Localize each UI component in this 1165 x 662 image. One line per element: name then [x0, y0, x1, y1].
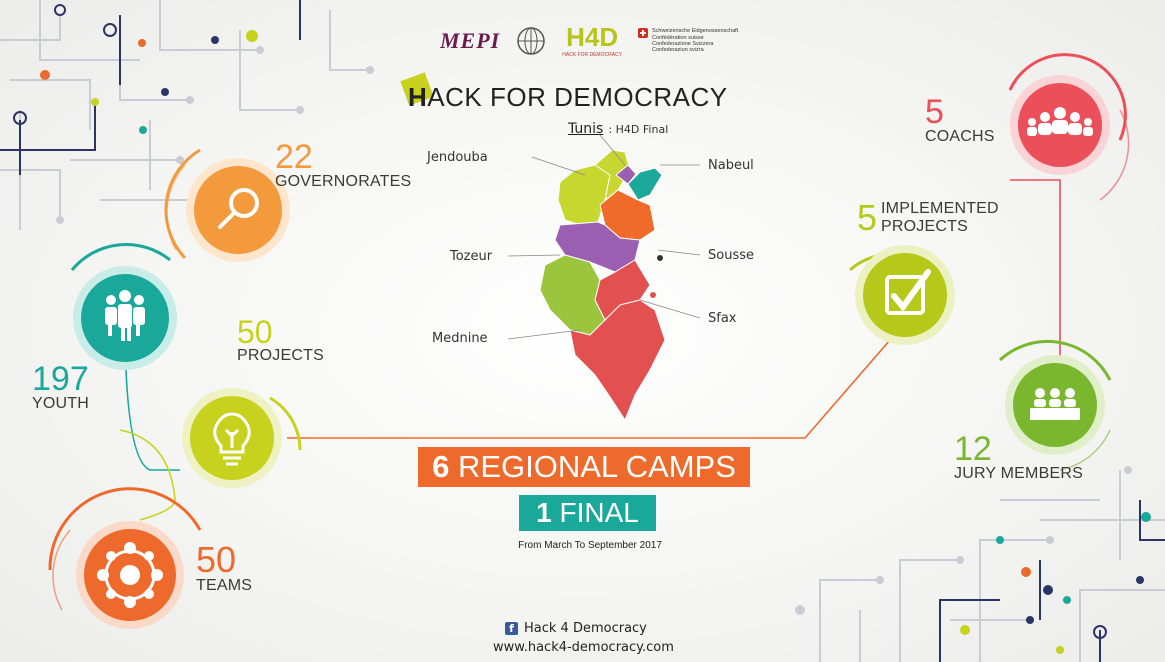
circuit-decoration-bottom-right [819, 470, 1165, 662]
map-label-sousse: Sousse [708, 248, 754, 263]
event-dates: From March To September 2017 [518, 540, 662, 551]
website-link[interactable]: www.hack4-democracy.com [493, 640, 674, 655]
teams-badge [48, 487, 202, 629]
swiss-flag-icon [637, 28, 648, 39]
stat-value: 5 [925, 93, 944, 131]
globe-logo-icon [517, 27, 545, 55]
map-label-nabeul: Nabeul [708, 158, 754, 173]
coaches-icon [1027, 107, 1093, 136]
stat-value: 12 [954, 430, 992, 468]
partner-logos: MEPI H4D HACK FOR DEMOCRACY Schweizerisc… [440, 24, 738, 58]
stat-label: COACHS [925, 128, 995, 145]
page-title: HACK FOR DEMOCRACY [400, 72, 728, 113]
map-label-jendouba: Jendouba [427, 150, 488, 165]
map-region-south-west [539, 254, 606, 336]
circuit-decoration-top-left [0, 0, 370, 230]
map-label-tozeur: Tozeur [450, 249, 493, 264]
h4d-logo: H4D HACK FOR DEMOCRACY [562, 22, 622, 58]
stat-implemented-projects: 5 IMPLEMENTED PROJECTS [857, 200, 999, 236]
stat-youth: 197 YOUTH [32, 362, 89, 412]
map-region-tunis [615, 164, 637, 185]
implemented-badge [848, 245, 955, 345]
stat-projects: 50 PROJECTS [237, 316, 324, 364]
stat-value: 22 [275, 138, 313, 176]
facebook-link[interactable]: f Hack 4 Democracy [505, 621, 647, 636]
stat-governorates: 22 GOVERNORATES [275, 140, 411, 190]
map-label-tunis: Tunis : H4D Final [568, 121, 669, 137]
checkbox-icon [885, 269, 931, 315]
stat-teams: 50 TEAMS [196, 542, 252, 594]
map-label-lines [507, 134, 701, 340]
tunisia-map [539, 149, 666, 421]
stat-label: YOUTH [32, 395, 89, 412]
map-region-south [569, 299, 666, 421]
stat-label-line2: PROJECTS [881, 218, 968, 235]
map-label-mednine: Mednine [432, 331, 488, 346]
facebook-icon: f [505, 622, 518, 635]
final-banner: 1 FINAL [519, 495, 656, 531]
stat-value: 50 [196, 539, 237, 580]
mepi-logo: MEPI [440, 28, 501, 53]
map-label-sfax: Sfax [708, 311, 737, 326]
stat-label: TEAMS [196, 577, 253, 594]
lightbulb-icon [213, 412, 251, 466]
stat-label: PROJECTS [237, 347, 324, 364]
swiss-logo: Schweizerische Eidgenossenschaft Confédé… [637, 28, 738, 53]
team-circle-icon [97, 542, 163, 608]
stat-value: 197 [32, 360, 89, 398]
regional-camps-banner: 6 REGIONAL CAMPS [418, 447, 750, 487]
stat-label-line1: IMPLEMENTED [881, 200, 999, 217]
stat-value: 50 [237, 314, 273, 350]
people-group-icon [105, 290, 145, 341]
circuit-nodes-top-left [13, 4, 374, 224]
circuit-accent-top-left [0, 0, 301, 175]
stat-label: JURY MEMBERS [954, 465, 1083, 482]
circuit-accent-bottom-right [939, 500, 1165, 662]
stat-value: 5 [857, 197, 878, 238]
magnifier-icon [218, 188, 259, 229]
governorates-badge [164, 148, 290, 262]
circuit-nodes-bottom-right [795, 466, 1151, 654]
stat-jury-members: 12 JURY MEMBERS [954, 432, 1083, 482]
jury-table-icon [1030, 388, 1080, 420]
stat-label: GOVERNORATES [275, 173, 412, 190]
stat-coachs: 5 COACHS [925, 95, 995, 145]
